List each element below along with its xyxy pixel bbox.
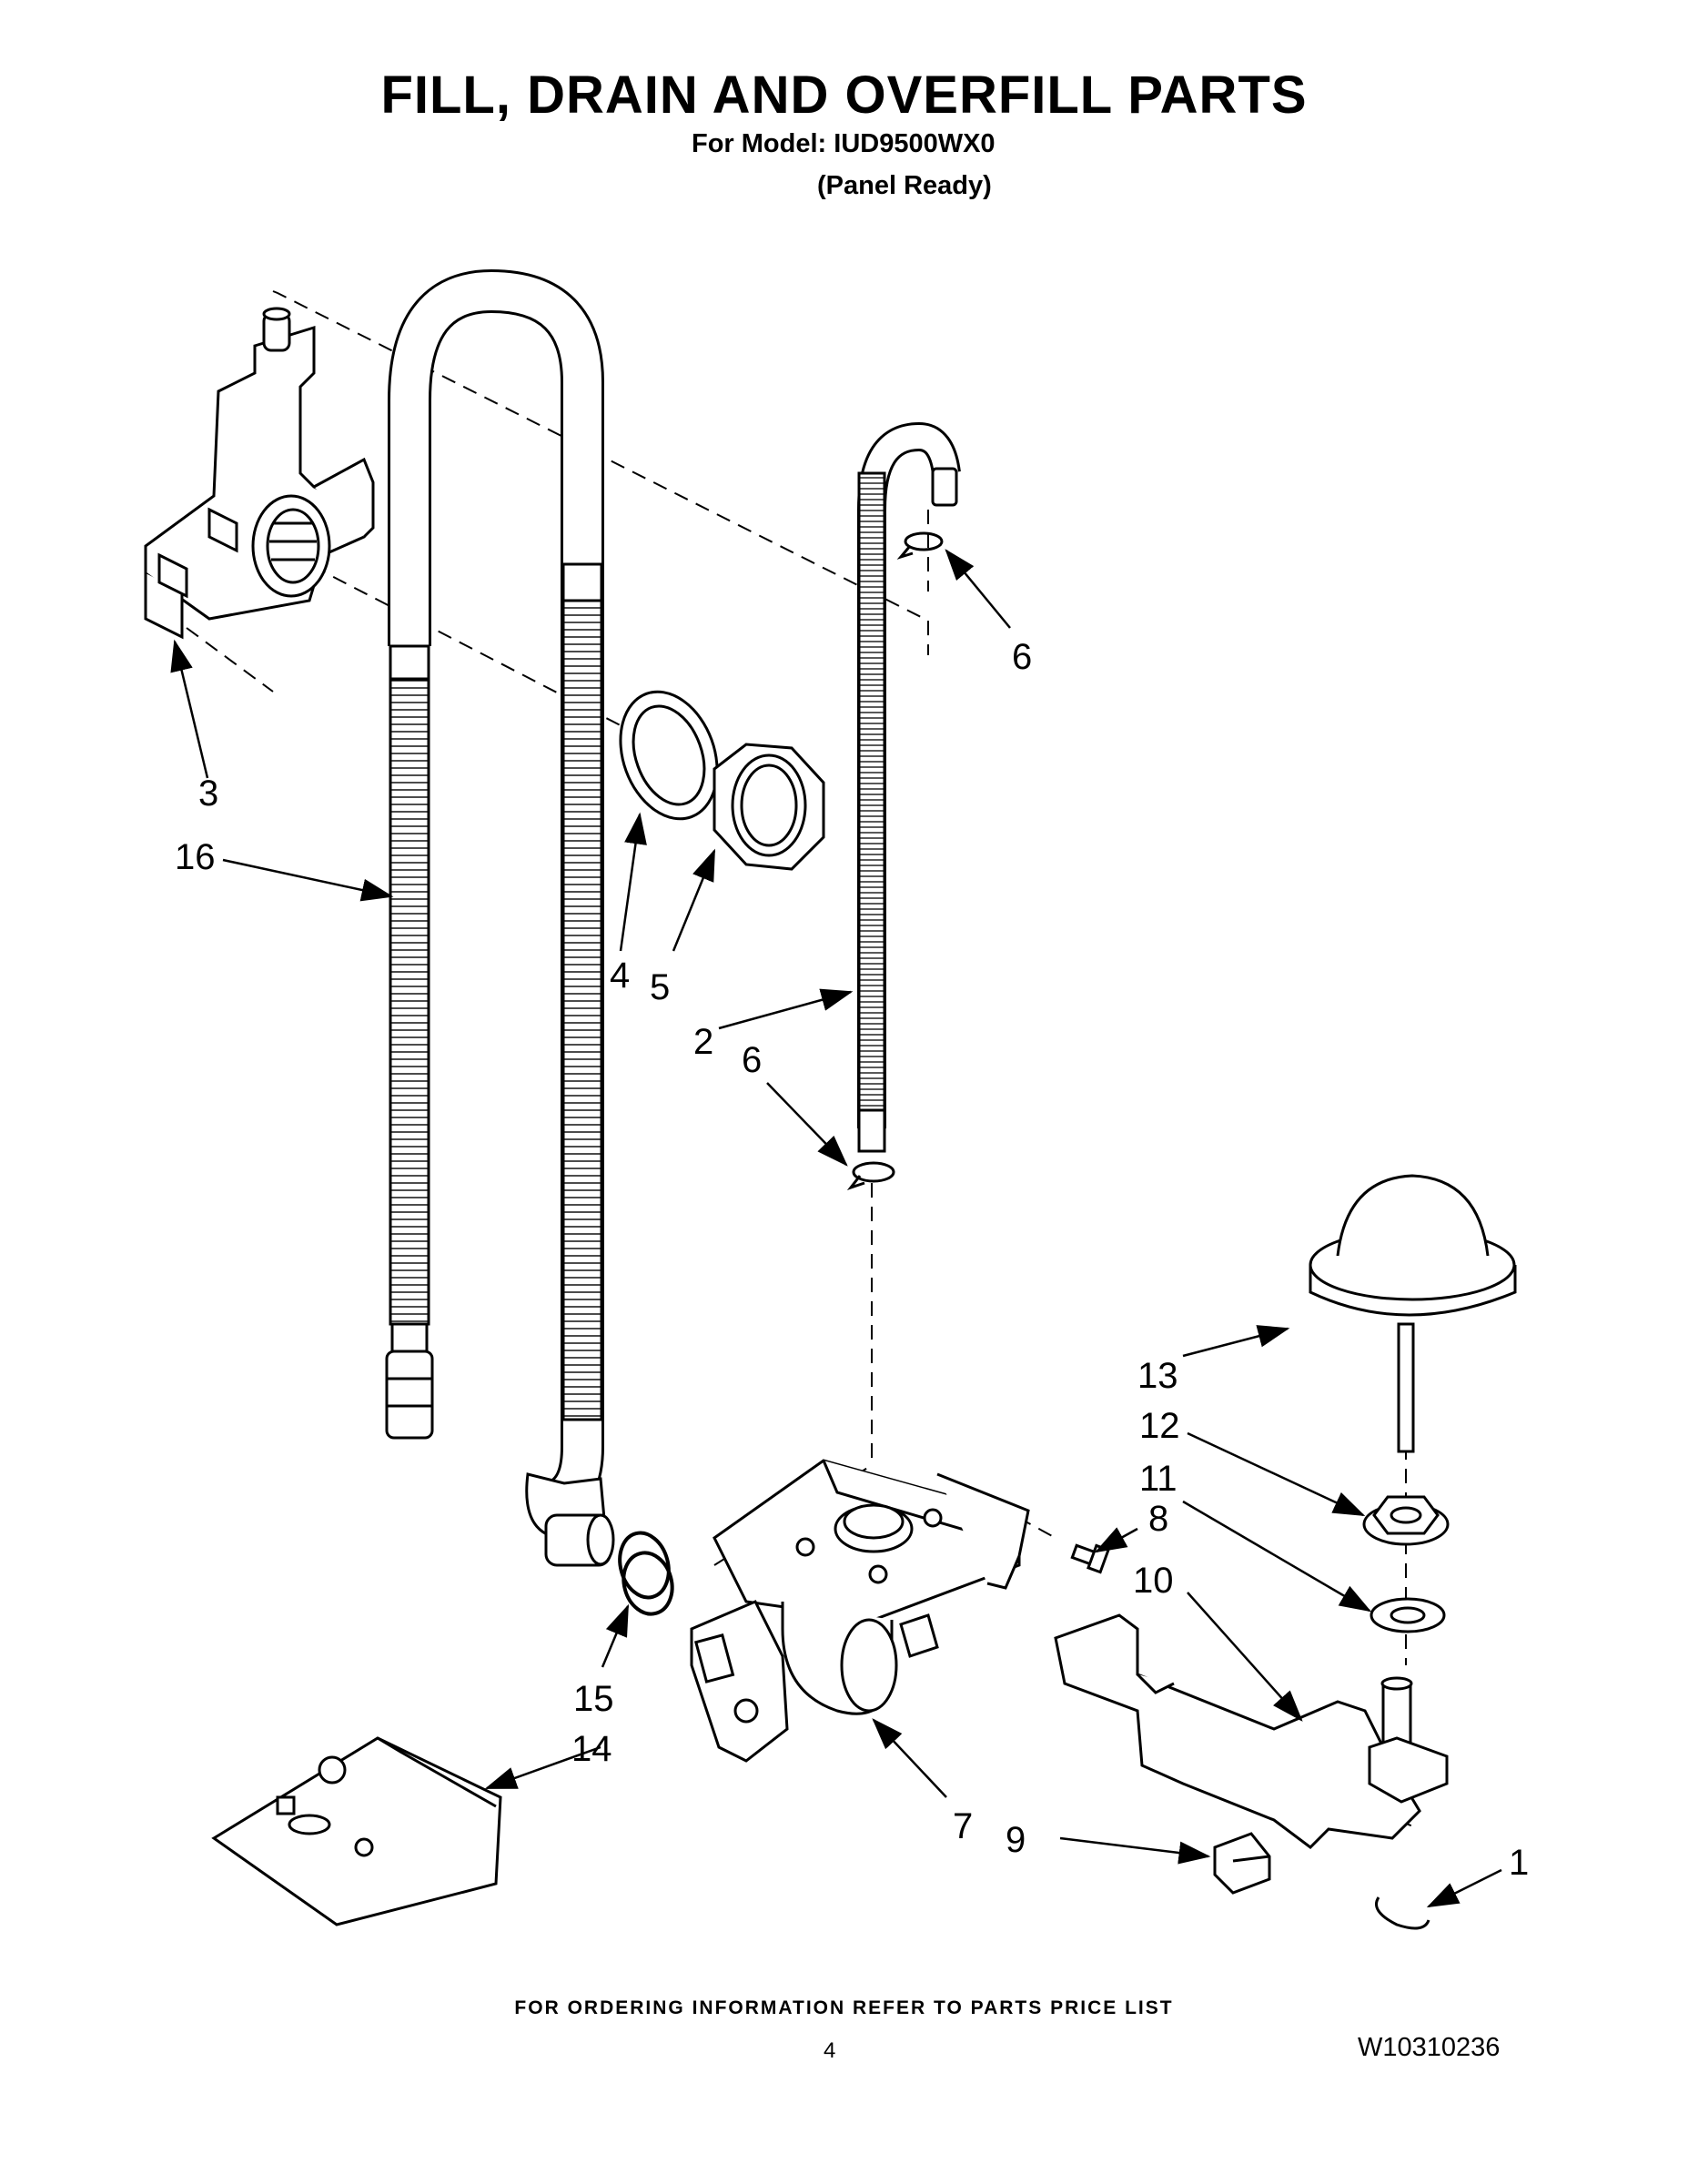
hose-clamp-bottom [846, 1161, 895, 1190]
callout-3: 3 [198, 774, 218, 814]
leader-11 [1182, 1500, 1372, 1613]
callout-7: 7 [953, 1806, 973, 1846]
callout-labels: 1 2 3 4 5 6 6 7 8 9 10 11 12 13 14 15 16 [175, 637, 1529, 1883]
leader-14 [484, 1745, 601, 1790]
hose-clamp-top [896, 531, 944, 560]
leader-15 [601, 1603, 630, 1668]
fill-funnel-bracket [144, 307, 375, 640]
screw [1070, 1543, 1110, 1574]
callout-6-lower: 6 [742, 1040, 762, 1080]
document-number: W10310236 [1358, 2033, 1501, 2062]
callout-12: 12 [1139, 1406, 1180, 1446]
model-line: For Model: IUD9500WX0 [692, 129, 996, 158]
leader-4 [619, 812, 647, 952]
hex-nut-ring [713, 743, 825, 871]
callout-13: 13 [1137, 1356, 1178, 1396]
leader-13 [1182, 1325, 1290, 1358]
leader-2 [718, 988, 854, 1030]
float-switch-bracket [1054, 1613, 1449, 1849]
callout-8: 8 [1148, 1499, 1168, 1539]
callout-1: 1 [1509, 1843, 1529, 1883]
leader-1 [1426, 1868, 1502, 1908]
leader-3 [170, 639, 209, 779]
variant-line: (Panel Ready) [817, 171, 992, 200]
callout-5: 5 [650, 967, 670, 1007]
page-number: 4 [824, 2038, 836, 2063]
overfill-float [1309, 1174, 1517, 1453]
ordering-note: FOR ORDERING INFORMATION REFER TO PARTS … [514, 1997, 1174, 2018]
hardware-bag [211, 1736, 502, 1926]
leader-12 [1187, 1431, 1366, 1517]
callout-6-upper: 6 [1012, 637, 1032, 677]
fill-valve-assembly [690, 1459, 1030, 1763]
float-washer [1370, 1597, 1446, 1633]
fill-hose [857, 421, 961, 1153]
callout-4: 4 [610, 956, 630, 996]
leader-6a [945, 549, 1011, 629]
page-title: FILL, DRAIN AND OVERFILL PARTS [380, 66, 1308, 125]
callout-2: 2 [693, 1022, 713, 1062]
drain-hose [385, 268, 615, 1567]
leader-7 [872, 1718, 947, 1798]
callout-9: 9 [1006, 1820, 1026, 1860]
callout-11: 11 [1139, 1459, 1178, 1499]
float-nut [1362, 1495, 1450, 1546]
micro-switch [1213, 1832, 1271, 1895]
leader-16 [222, 858, 394, 902]
callout-leaders [170, 549, 1502, 1908]
callout-10: 10 [1133, 1561, 1174, 1601]
leader-8 [1094, 1527, 1138, 1553]
leader-9 [1059, 1836, 1211, 1865]
callout-14: 14 [571, 1729, 612, 1769]
leader-6b [766, 1082, 848, 1167]
leader-5 [672, 848, 716, 952]
drain-hose-clamp [618, 1531, 674, 1616]
callout-16: 16 [175, 837, 216, 877]
leader-10 [1187, 1592, 1303, 1722]
retaining-clip [1375, 1896, 1430, 1930]
gasket-ring [619, 690, 719, 821]
callout-15: 15 [573, 1679, 614, 1719]
